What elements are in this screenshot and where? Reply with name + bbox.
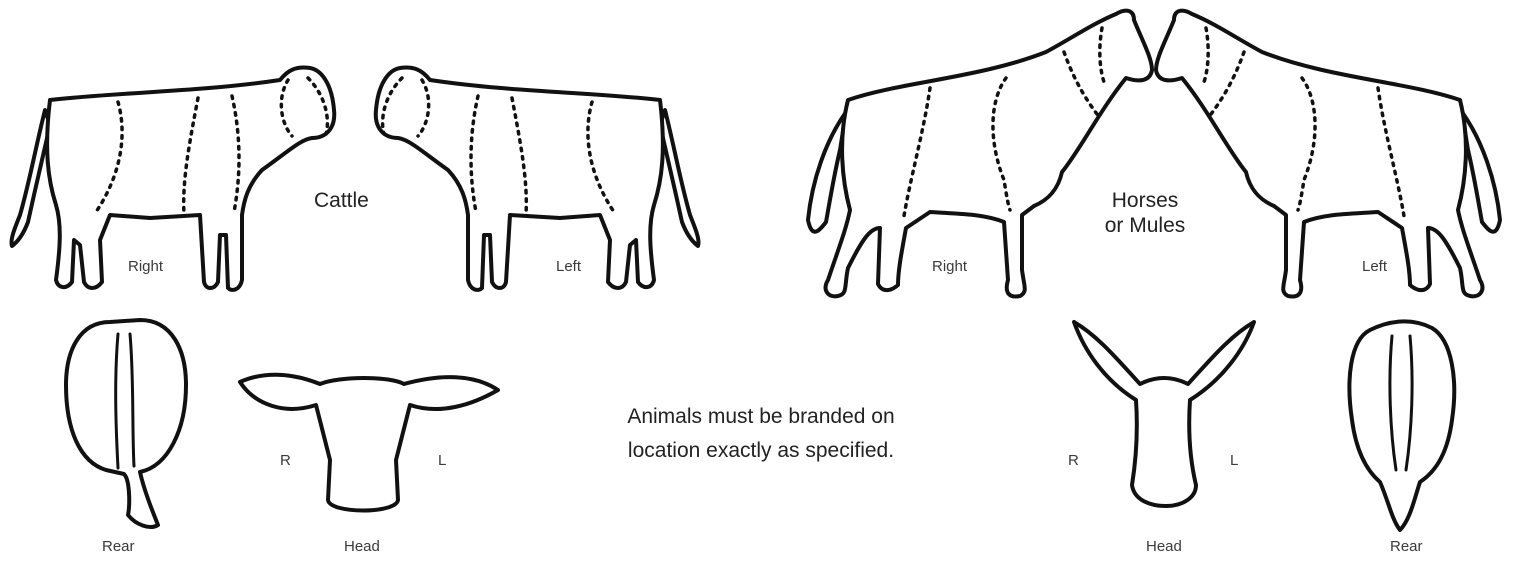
horses-title-line1: Horses (1100, 188, 1190, 213)
horses-rear-label: Rear (1390, 538, 1423, 556)
horse-right-side-figure (808, 11, 1152, 297)
branding-note: Animals must be branded on location exac… (596, 400, 926, 468)
horses-title-line2: or Mules (1100, 213, 1190, 238)
branding-note-line2: location exactly as specified. (596, 434, 926, 468)
branding-note-line1: Animals must be branded on (596, 400, 926, 434)
horses-left-label: Left (1362, 258, 1387, 276)
cattle-rear-label: Rear (102, 538, 135, 556)
cattle-left-label: Left (556, 258, 581, 276)
horses-head-l-label: L (1230, 452, 1238, 470)
cattle-head-label: Head (344, 538, 380, 556)
horse-head-figure (1074, 322, 1254, 506)
horses-head-r-label: R (1068, 452, 1079, 470)
horse-rear-figure (1349, 321, 1454, 530)
cattle-left-side-figure (376, 68, 699, 290)
horses-right-label: Right (932, 258, 967, 276)
cattle-head-figure (240, 375, 498, 511)
cattle-right-side-figure (11, 68, 334, 290)
horses-head-label: Head (1146, 538, 1182, 556)
cattle-right-label: Right (128, 258, 163, 276)
horse-left-side-figure (1156, 11, 1500, 297)
cattle-head-r-label: R (280, 452, 291, 470)
cattle-title: Cattle (314, 188, 369, 213)
cattle-head-l-label: L (438, 452, 446, 470)
horses-title: Horses or Mules (1100, 188, 1190, 238)
cattle-rear-figure (66, 320, 186, 527)
